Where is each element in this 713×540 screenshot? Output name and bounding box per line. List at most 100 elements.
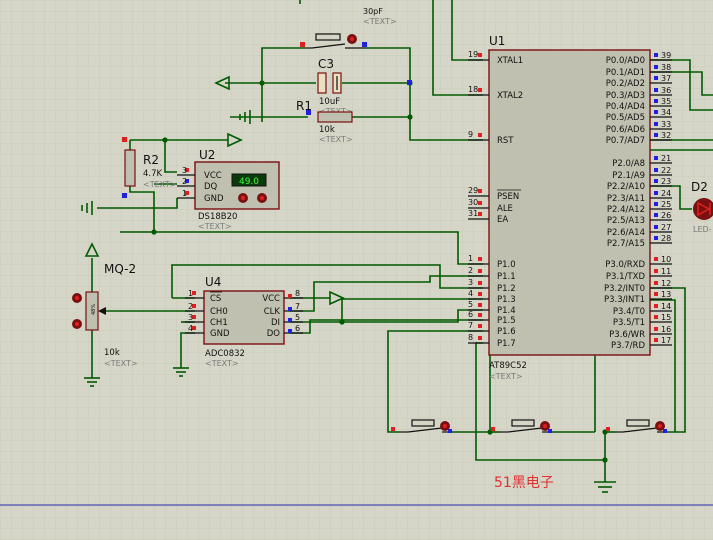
u1-pin-label: P3.6/WR	[609, 330, 645, 340]
pushbutton-3[interactable]	[606, 419, 667, 433]
u1-pin-7[interactable]: 7P1.6	[468, 321, 516, 337]
vcc-arrow-u4	[329, 290, 345, 306]
pushbutton-2[interactable]	[491, 419, 552, 433]
mq2-value: 10k	[104, 348, 120, 358]
u4-pin-number: 3	[188, 313, 193, 322]
u2-pin-number: 1	[182, 189, 187, 198]
u2-pin-label: GND	[204, 194, 224, 204]
u1-pin-number: 4	[468, 289, 473, 298]
u4-adc[interactable]: U4 ADC0832 <TEXT> 1CS2CH03CH14GND8VCC7CL…	[185, 275, 303, 368]
mq2-wiper: 48%	[91, 304, 97, 315]
r2-text: <TEXT>	[143, 180, 177, 189]
u1-pin-label: XTAL1	[497, 56, 523, 66]
u1-pin-label: P3.7/RD	[611, 341, 645, 351]
u4-pin-6[interactable]: 6DO	[267, 324, 303, 339]
r1-value: 10k	[319, 125, 335, 135]
ground-symbol-mq2	[84, 377, 100, 387]
u1-pin-4[interactable]: 4P1.3	[468, 289, 516, 305]
u4-body[interactable]	[203, 290, 285, 345]
u1-pin-3[interactable]: 3P1.2	[468, 278, 516, 294]
u4-text: <TEXT>	[205, 359, 239, 368]
mq2-potentiometer[interactable]: 48% MQ-2 10k <TEXT>	[72, 262, 138, 368]
u1-microcontroller[interactable]: U1 AT89C52 <TEXT> 19XTAL118XTAL29RST29PS…	[468, 34, 672, 381]
u4-pin-label: DI	[271, 318, 280, 328]
vcc-arrow-u2	[227, 132, 243, 148]
u4-pin-number: 8	[295, 289, 300, 298]
u1-pin-number: 13	[661, 290, 671, 299]
watermark-text: 51黑电子	[494, 475, 554, 491]
u1-pin-label: P2.1/A9	[612, 171, 645, 181]
u1-pin-5[interactable]: 5P1.4	[468, 300, 516, 316]
u1-pin-2[interactable]: 2P1.1	[468, 266, 516, 282]
u1-pin-label: P0.2/AD2	[606, 79, 645, 89]
u1-pin-8[interactable]: 8P1.7	[468, 333, 516, 349]
u1-pin-label: P1.6	[497, 327, 516, 337]
u2-pin-2[interactable]: 2DQ	[177, 177, 218, 192]
u1-pin-number: 35	[661, 97, 671, 106]
u1-body[interactable]	[488, 49, 651, 356]
u1-pin-6[interactable]: 6P1.5	[468, 310, 516, 326]
u1-pin-label: P2.7/A15	[607, 239, 645, 249]
u1-pin-number: 38	[661, 63, 671, 72]
u1-pin-label: P1.0	[497, 260, 516, 270]
u4-pin-5[interactable]: 5DI	[271, 313, 303, 328]
u1-pin-label: P1.3	[497, 295, 516, 305]
pushbutton-1[interactable]	[391, 419, 452, 433]
u1-pin-label: EA	[497, 215, 508, 225]
u2-pin-number: 2	[182, 177, 187, 186]
ground-symbol-u4	[173, 367, 189, 377]
u1-pin-number: 6	[468, 310, 473, 319]
r1-resistor[interactable]: R1 10k <TEXT>	[296, 99, 353, 144]
r2-resistor[interactable]: R2 4.7K <TEXT>	[122, 137, 177, 198]
u1-pin-1[interactable]: 1P1.0	[468, 254, 516, 270]
u2-display: 49.0	[239, 177, 259, 187]
reset-button[interactable]	[300, 33, 367, 49]
u1-pin-number: 17	[661, 336, 671, 345]
u4-pin-1[interactable]: 1CS	[185, 289, 222, 304]
u4-pin-label: CLK	[264, 307, 281, 317]
u1-pin-number: 8	[468, 333, 473, 342]
crystal-cap-value: 30pF	[363, 7, 383, 16]
d2-led[interactable]: D2 LED-	[691, 180, 713, 234]
